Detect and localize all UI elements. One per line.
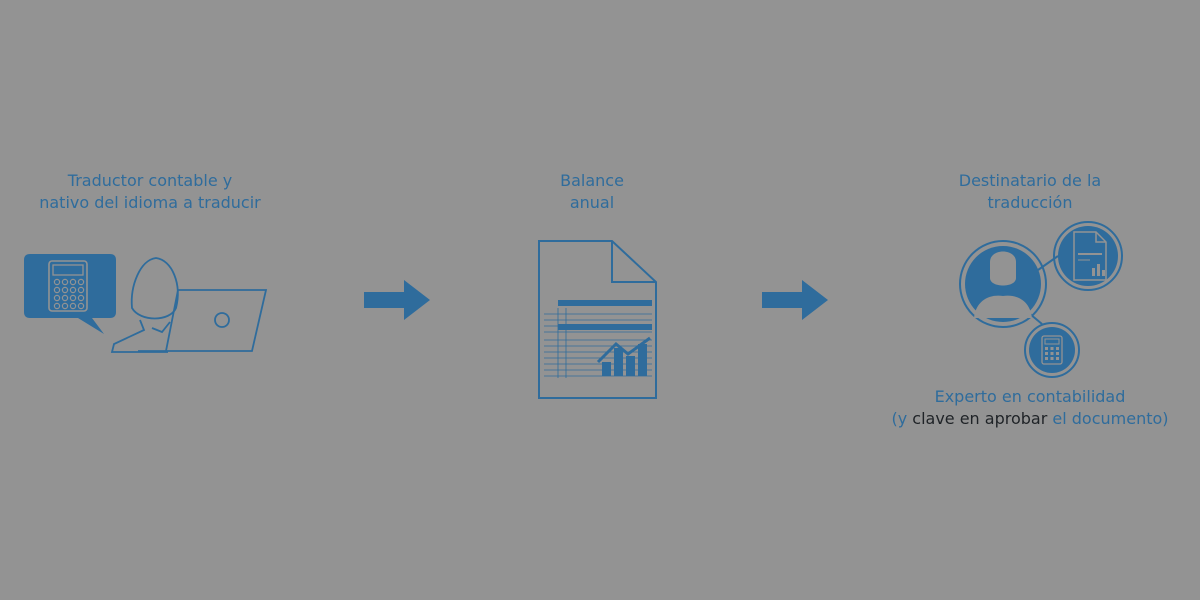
calculator-speech-bubble-icon [24,254,116,334]
expert-caption: Experto en contabilidad (y clave en apro… [880,386,1180,430]
translator-caption-line2: nativo del idioma a traducir [39,193,261,212]
expert-caption-line2: (y clave en aprobar el documento) [880,408,1180,430]
calculator-icon [1024,322,1080,378]
translator-caption: Traductor contable y nativo del idioma a… [20,170,280,214]
bar-chart-icon [596,336,651,376]
expert-caption-highlight: clave en aprobar [912,409,1048,428]
laptop-icon [138,289,268,352]
balance-caption: Balance anual [492,170,692,214]
user-circle-icon [959,240,1047,328]
expert-caption-line1: Experto en contabilidad [934,387,1126,406]
balance-caption-line2: anual [569,193,615,212]
arrow-right-icon [762,280,828,320]
balance-sheet-document-icon [538,240,657,399]
balance-caption-line1: Balance [560,171,624,190]
expert-caption-close: el documento) [1052,409,1169,428]
expert-caption-open: (y [891,409,908,428]
report-document-icon [1053,221,1123,291]
arrow-right-icon [364,280,430,320]
recipient-caption: Destinatario de la traducción [930,170,1130,214]
recipient-caption-line2: traducción [987,193,1073,212]
person-icon [110,257,179,353]
recipient-illustration [959,221,1123,378]
recipient-caption-line1: Destinatario de la [958,171,1102,190]
translator-caption-line1: Traductor contable y [67,171,233,190]
translator-illustration [24,254,268,353]
